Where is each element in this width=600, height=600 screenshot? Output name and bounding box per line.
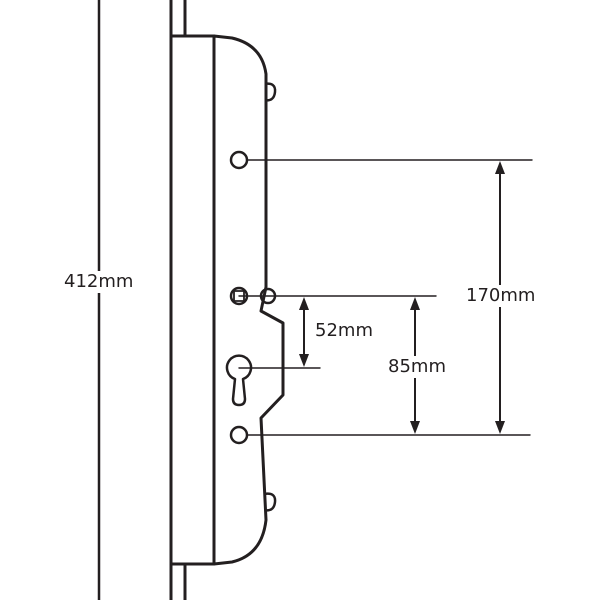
arrow-up-icon [495,161,505,174]
bottom-hook [262,492,277,512]
arrow-up-icon [410,297,420,310]
arrow-up-icon [299,297,309,310]
faceplate [169,34,216,566]
euro-cylinder-cutout-icon [225,354,253,407]
backset-centres-label: 52mm [315,320,373,341]
follower-to-hook-label: 85mm [386,356,448,378]
arrow-down-icon [495,421,505,434]
hook-to-hook-label: 170mm [464,285,538,307]
overall-length-label: 412mm [62,271,136,293]
arrow-down-icon [299,354,309,367]
arrow-down-icon [410,421,420,434]
top-hook [262,82,277,102]
